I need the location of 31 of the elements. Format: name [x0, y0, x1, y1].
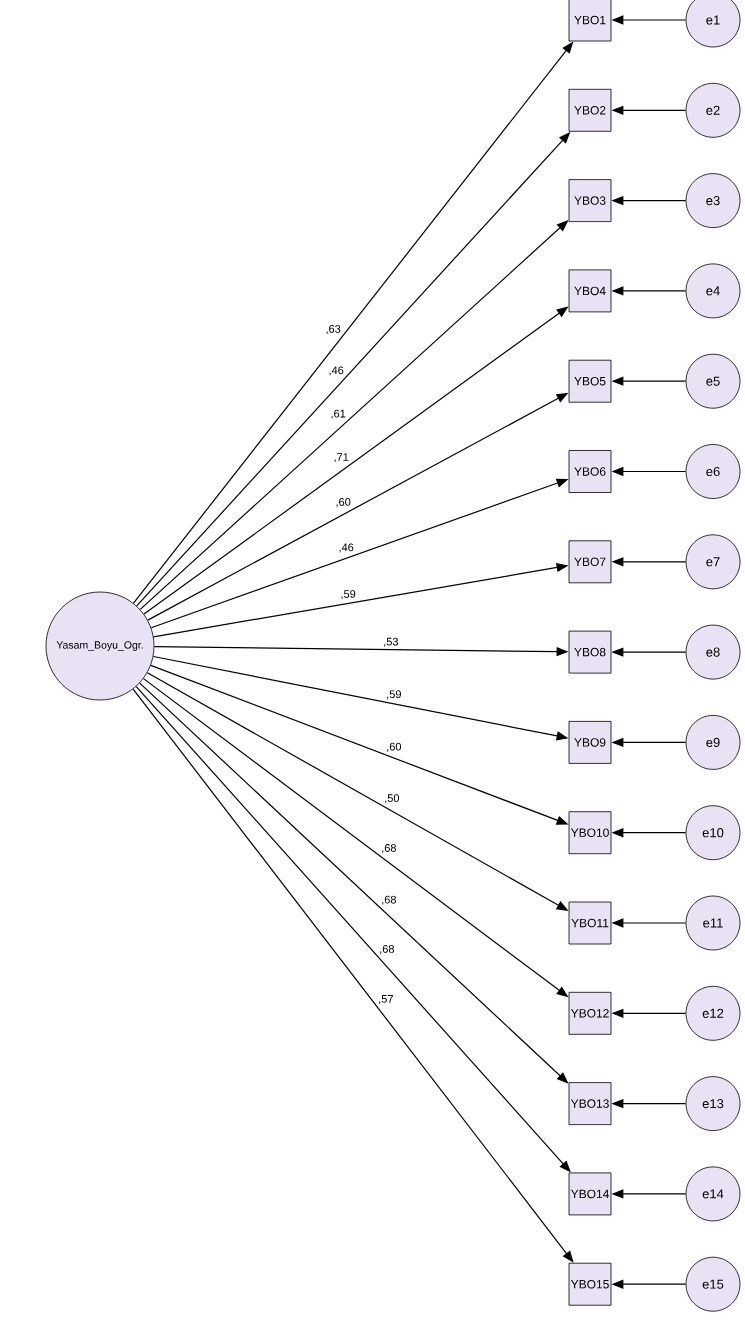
edge-label: ,53 [382, 636, 400, 648]
edge-label: ,57 [377, 994, 395, 1006]
observed-variable-box: YBO2 [568, 88, 612, 132]
edge-label: ,61 [329, 408, 347, 420]
edge-label: ,46 [337, 542, 355, 554]
edge-label: ,59 [385, 689, 403, 701]
edge-label: ,59 [339, 589, 357, 601]
observed-variable-box: YBO10 [568, 811, 612, 855]
edge-label: ,68 [380, 894, 398, 906]
observed-variable-box: YBO13 [568, 1082, 612, 1125]
observed-variable-box: YBO3 [568, 179, 612, 222]
observed-variable-box: YBO12 [568, 991, 612, 1035]
observed-variable-box: YBO7 [568, 540, 612, 584]
edge-label: ,50 [383, 793, 401, 805]
observed-variable-box: YBO5 [568, 359, 612, 403]
edge-label: ,46 [327, 365, 345, 377]
edge-label: ,68 [378, 944, 396, 956]
observed-variable-box: YBO14 [568, 1172, 612, 1216]
arrow [132, 688, 574, 1263]
observed-variable-box: YBO1 [568, 0, 612, 42]
observed-variable-box: YBO11 [568, 901, 612, 945]
edge-label: ,63 [324, 324, 342, 336]
observed-variable-box: YBO9 [568, 721, 612, 764]
edge-label: ,68 [380, 843, 398, 855]
observed-variable-box: YBO4 [568, 269, 612, 313]
edge-label: ,60 [334, 497, 352, 509]
edge-label: ,60 [385, 741, 403, 753]
observed-variable-box: YBO15 [568, 1262, 612, 1306]
edge-label: ,71 [332, 452, 350, 464]
observed-variable-box: YBO6 [568, 450, 612, 493]
observed-variable-box: YBO8 [568, 630, 612, 674]
